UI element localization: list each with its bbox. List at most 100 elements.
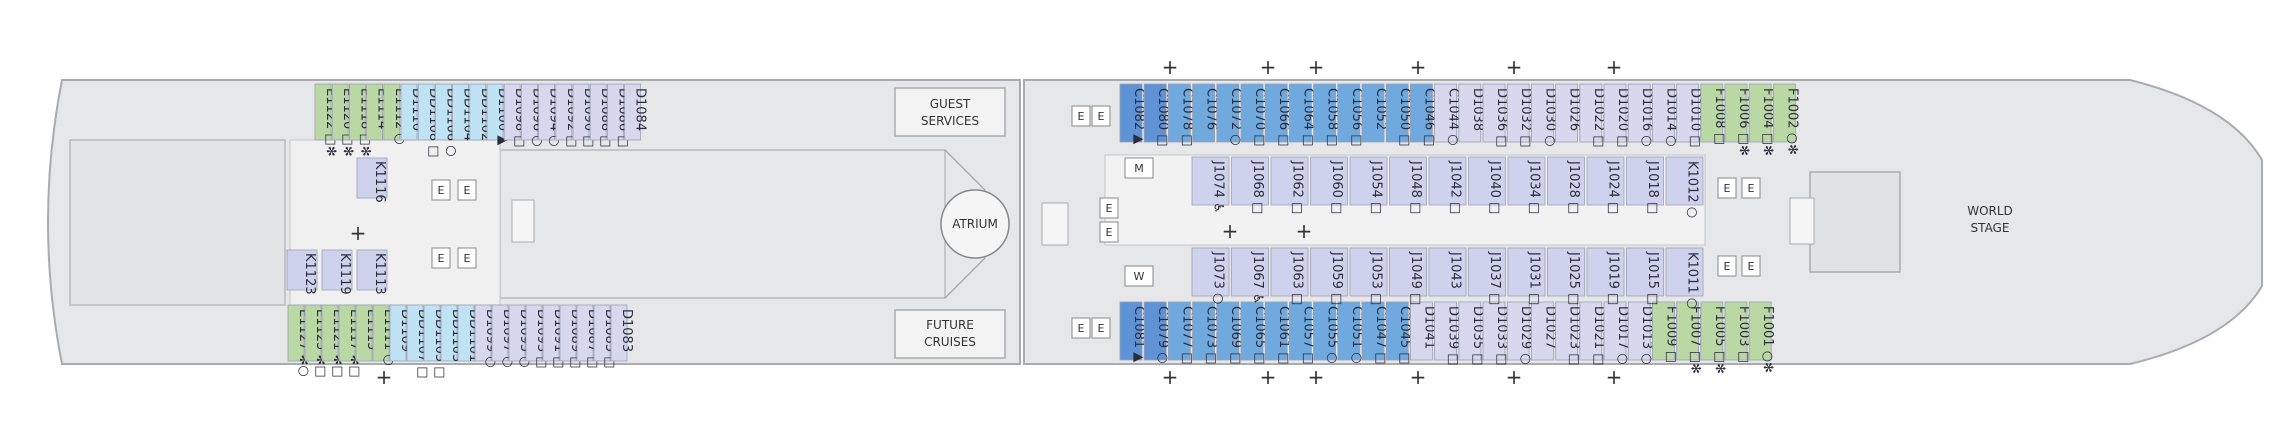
cabin-c1069[interactable]: C1069 □ (1216, 301, 1243, 365)
cabin-j1028[interactable]: J1028 □ (1547, 156, 1585, 214)
cabin-d1035[interactable]: D1035 □ (1458, 301, 1485, 366)
cabin-d1023[interactable]: D1023 □ (1555, 301, 1582, 366)
cabin-c1051[interactable]: C1051 ○ (1337, 301, 1364, 364)
cabin-j1062[interactable]: J1062 □ (1270, 156, 1309, 214)
cabin-j1053[interactable]: J1053 □ (1349, 247, 1388, 305)
cabin-j1024[interactable]: J1024 □ (1586, 156, 1625, 214)
cabin-c1076[interactable]: C1076 (1192, 83, 1219, 143)
cabin-j1034[interactable]: J1034 □ (1507, 156, 1546, 214)
cabin-c1078[interactable]: C1078 □ (1168, 83, 1194, 147)
cabin-j1037[interactable]: J1037 □ (1468, 247, 1506, 305)
cabin-c1079[interactable]: C1079 ○ (1143, 301, 1170, 364)
cabin-d1022[interactable]: D1022 □ (1579, 83, 1606, 148)
cabin-c1047[interactable]: C1047 □ (1361, 301, 1388, 365)
cabin-j1063[interactable]: J1063 □ (1270, 247, 1309, 305)
cabin-c1065[interactable]: C1065 □ (1240, 301, 1267, 365)
cabin-d1039[interactable]: D1039 □ (1434, 301, 1461, 366)
cabin-j1049[interactable]: J1049 □ (1389, 247, 1427, 305)
cabin-number: J1054 □ (1369, 160, 1384, 214)
cabin-k1012[interactable]: K1012 ○ (1665, 156, 1704, 218)
cabin-d1016[interactable]: D1016 ○ (1627, 83, 1654, 147)
cabin-d1032[interactable]: D1032 □ (1506, 83, 1533, 148)
cabin-c1081[interactable]: C1081 ▲ (1119, 301, 1146, 362)
forward-stair (1789, 197, 1815, 245)
cabin-k1119[interactable]: K1119 (321, 249, 353, 295)
atrium-label: ATRIUM (952, 217, 998, 231)
cabin-k1123[interactable]: K1123 (286, 249, 318, 295)
cabin-c1056[interactable]: C1056 □ (1337, 83, 1364, 147)
cabin-c1046[interactable]: C1046 □ (1410, 83, 1436, 147)
cabin-f1008[interactable]: F1008 □ (1700, 83, 1727, 145)
cabin-f1009[interactable]: F1009 □ (1652, 301, 1678, 363)
cabin-j1059[interactable]: J1059 □ (1310, 247, 1348, 305)
cabin-d1010[interactable]: D1010 □ (1676, 83, 1703, 148)
cabin-c1057[interactable]: C1057 □ (1289, 301, 1315, 365)
cabin-j1068[interactable]: J1068 □ (1231, 156, 1269, 214)
cabin-d1013[interactable]: D1013 ○ (1627, 301, 1654, 365)
cabin-c1044[interactable]: C1044 ○ (1434, 83, 1461, 146)
cabin-d1038[interactable]: D1038 (1458, 83, 1485, 143)
cabin-j1015[interactable]: J1015 □ (1626, 247, 1664, 305)
cabin-c1050[interactable]: C1050 □ (1385, 83, 1412, 147)
cabin-d1014[interactable]: D1014 ○ (1652, 83, 1678, 147)
cabin-c1055[interactable]: C1055 ○ (1313, 301, 1340, 364)
cabin-f1001[interactable]: F1001 ○✻ (1748, 301, 1775, 373)
cabin-c1045[interactable]: C1045 □ (1385, 301, 1412, 365)
cabin-j1048[interactable]: J1048 □ (1389, 156, 1427, 214)
cabin-j1042[interactable]: J1042 □ (1428, 156, 1467, 214)
cabin-d1029[interactable]: D1029 ○ (1506, 301, 1533, 365)
cabin-j1067[interactable]: J1067 ♿ (1231, 247, 1269, 305)
cabin-c1077[interactable]: C1077 □ (1168, 301, 1194, 365)
cabin-f1005[interactable]: F1005 □✻ (1700, 301, 1727, 374)
cabin-d1083[interactable]: D1083 (610, 304, 634, 362)
cabin-c1080[interactable]: C1080 □ (1143, 83, 1170, 147)
cabin-c1058[interactable]: C1058 □ (1313, 83, 1340, 147)
cabin-c1072[interactable]: C1072 ○ (1216, 83, 1243, 146)
world-stage-label-1: WORLD (1967, 204, 2013, 218)
cabin-c1061[interactable]: C1061 □ (1264, 301, 1291, 365)
cabin-c1070[interactable]: C1070 □ (1240, 83, 1267, 147)
cabin-j1060[interactable]: J1060 □ (1310, 156, 1348, 214)
cabin-d1092[interactable]: D1092 □ (555, 83, 579, 148)
cabin-j1018[interactable]: J1018 □ (1626, 156, 1664, 214)
plus-icon: + (1606, 365, 1623, 389)
cabin-f1006[interactable]: F1006 □✻ (1724, 83, 1751, 156)
cabin-j1073[interactable]: J1073 ○ (1191, 247, 1230, 304)
cabin-f1002[interactable]: F1002 ○✻ (1773, 83, 1799, 155)
cabin-d1084[interactable]: D1084 (624, 83, 648, 141)
cabin-number: J1049 □ (1408, 251, 1423, 305)
cabin-d1033[interactable]: D1033 □ (1482, 301, 1509, 366)
service-box-label: E (1724, 260, 1731, 273)
cabin-j1019[interactable]: J1019 □ (1586, 247, 1625, 305)
cabin-f1004[interactable]: F1004 □✻ (1748, 83, 1775, 156)
cabin-c1066[interactable]: C1066 □ (1264, 83, 1291, 147)
aft-corridor (289, 139, 501, 306)
cabin-number: C1079 ○ (1155, 306, 1170, 364)
cabin-number: J1074 ♿ (1211, 160, 1226, 214)
cabin-j1031[interactable]: J1031 □ (1507, 247, 1546, 305)
cabin-j1054[interactable]: J1054 □ (1349, 156, 1388, 214)
cabin-k1116[interactable]: K1116 (356, 157, 388, 203)
cabin-f1007[interactable]: F1007 □✻ (1676, 301, 1703, 374)
cabin-f1003[interactable]: F1003 □ (1724, 301, 1751, 363)
cabin-j1074[interactable]: J1074 ♿ (1191, 156, 1230, 214)
cabin-d1036[interactable]: D1036 □ (1482, 83, 1509, 148)
cabin-k1011[interactable]: K1011 ○ (1665, 247, 1704, 309)
cabin-c1073[interactable]: C1073 □ (1192, 301, 1219, 365)
cabin-c1082[interactable]: C1082 ▲ (1119, 83, 1146, 144)
cabin-d1017[interactable]: D1017 ○ (1603, 301, 1630, 365)
cabin-j1043[interactable]: J1043 (1428, 247, 1467, 297)
cabin-d1030[interactable]: D1030 ○ (1531, 83, 1557, 147)
cabin-d1027[interactable]: D1027 (1531, 301, 1557, 361)
cabin-k1113[interactable]: K1113 (356, 249, 388, 295)
cabin-d1021[interactable]: D1021 □ (1579, 301, 1606, 366)
cabin-j1040[interactable]: J1040 □ (1468, 156, 1506, 214)
cabin-d1041[interactable]: D1041 (1410, 301, 1436, 361)
future-cruises-label-1: FUTURE (926, 318, 974, 332)
cabin-c1052[interactable]: C1052 (1361, 83, 1388, 143)
cabin-d1020[interactable]: D1020 □ (1603, 83, 1630, 148)
cabin-c1064[interactable]: C1064 □ (1289, 83, 1315, 147)
cabin-d1026[interactable]: D1026 (1555, 83, 1582, 143)
cabin-j1025[interactable]: J1025 □ (1547, 247, 1585, 305)
